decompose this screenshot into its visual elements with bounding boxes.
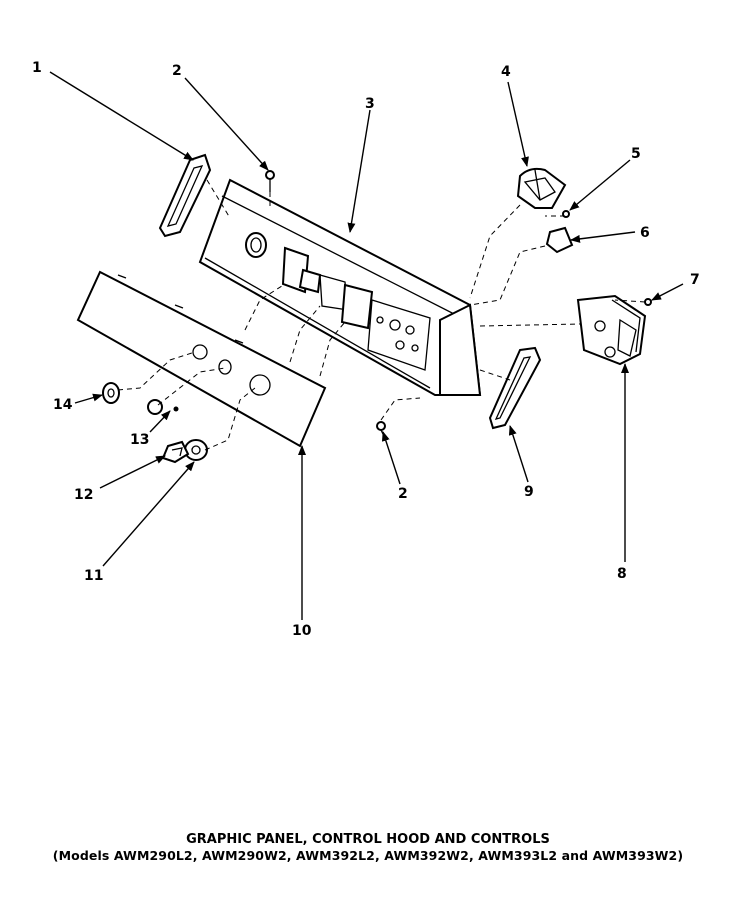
callout-9: 9 <box>524 484 534 500</box>
callout-8: 8 <box>617 566 627 582</box>
timer-screw <box>644 298 652 306</box>
callout-1: 1 <box>32 60 42 76</box>
caption-models: (Models AWM290L2, AWM290W2, AWM392L2, AW… <box>52 848 684 863</box>
small-knob <box>102 382 120 404</box>
leader-lines <box>49 71 684 620</box>
knob <box>184 439 208 461</box>
callout-6: 6 <box>640 225 650 241</box>
timer <box>576 294 647 366</box>
cycle-selector <box>545 226 574 254</box>
control-hood <box>198 178 482 396</box>
callout-3: 3 <box>365 96 375 112</box>
knob-spring <box>147 399 179 415</box>
callout-11: 11 <box>84 568 103 584</box>
assembly-lines <box>117 179 646 451</box>
screw-top <box>265 170 275 192</box>
callout-2-bottom: 2 <box>398 486 408 502</box>
callout-14: 14 <box>53 397 73 413</box>
callout-12: 12 <box>74 487 93 503</box>
water-level-switch <box>516 167 567 209</box>
knob-insert <box>161 440 190 464</box>
callout-10: 10 <box>292 623 312 639</box>
callout-2: 2 <box>172 63 182 79</box>
right-end-cap <box>488 346 542 430</box>
left-end-cap <box>158 153 212 238</box>
caption-title: GRAPHIC PANEL, CONTROL HOOD AND CONTROLS <box>186 832 550 847</box>
callout-5: 5 <box>631 146 641 162</box>
callout-7: 7 <box>690 272 700 288</box>
callout-13: 13 <box>130 432 149 448</box>
callout-4: 4 <box>501 64 511 80</box>
